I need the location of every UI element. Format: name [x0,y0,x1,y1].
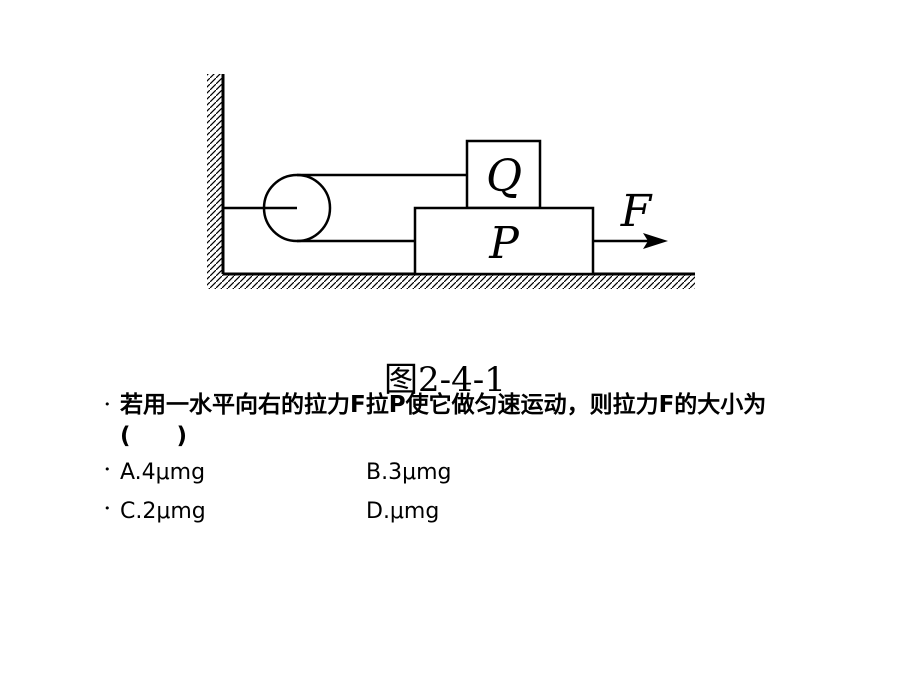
label-f: F [620,186,653,237]
label-q: Q [486,151,522,202]
wall-hatching [207,74,223,274]
bullet-dot: • [104,398,111,411]
block-q [465,139,542,210]
option-a: A.4μmg [120,460,206,485]
option-b: B.3μmg [366,460,452,485]
block-p [413,206,595,276]
figure-caption: 图2-4-1 [384,360,506,400]
label-p: P [488,218,520,269]
bullet-dot: • [104,463,111,476]
physics-diagram: Q P F [207,74,695,289]
floor-hatching [207,274,695,289]
bullet-dot: • [104,502,111,515]
force-arrow-head [643,233,668,249]
option-d: D.μmg [366,499,440,524]
question-text: 若用一水平向右的拉力F拉P使它做匀速运动，则拉力F的大小为( ) [120,392,767,449]
option-c: C.2μmg [120,499,206,524]
